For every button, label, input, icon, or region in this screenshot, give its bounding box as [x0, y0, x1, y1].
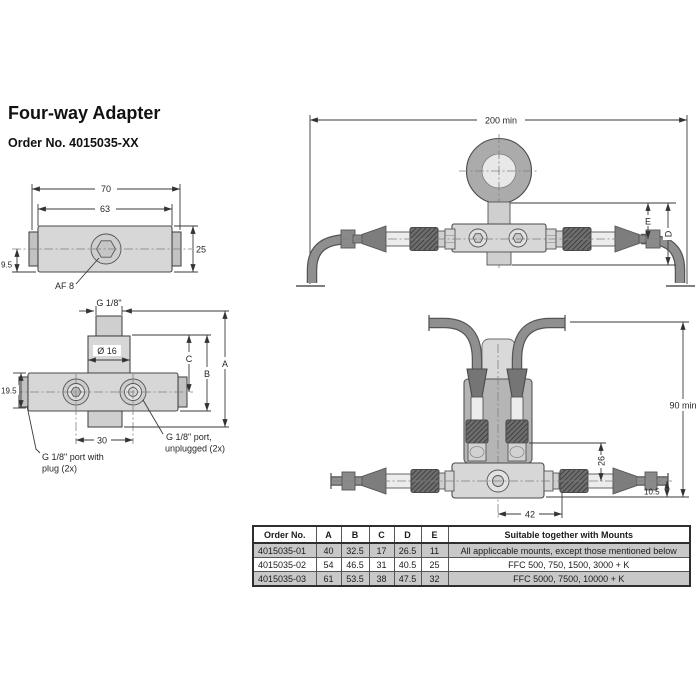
- adapter-block: [451, 223, 547, 253]
- port-with-plug: [62, 378, 90, 406]
- table-cell-order: 4015035-01: [252, 542, 317, 558]
- dim-e-label: E: [645, 217, 651, 227]
- assembly-horizontal-drawing: 200 min: [296, 114, 695, 287]
- table-cell: 47.5: [393, 571, 422, 587]
- col-header-b: B: [340, 525, 370, 544]
- table-cell: 61: [315, 571, 342, 587]
- table-cell: 31: [368, 557, 395, 572]
- front-view-drawing: G 1/8": [0, 298, 231, 474]
- side-view-drawing: 70 63 25 9.5 AF 8: [1, 183, 206, 291]
- dim-a-label: A: [222, 359, 228, 369]
- col-header-c: C: [368, 525, 395, 544]
- port-plug-label-1: G 1/8" port with: [42, 452, 104, 462]
- table-cell: 53.5: [340, 571, 370, 587]
- table-cell: 17: [368, 542, 395, 558]
- dim-70-label: 70: [101, 184, 111, 194]
- af8-label: AF 8: [55, 281, 74, 291]
- dim-25-label: 25: [196, 245, 206, 255]
- dim-c-label: C: [186, 354, 193, 364]
- port-unplugged-label-2: unplugged (2x): [165, 444, 225, 454]
- dim-200min-label: 200 min: [485, 116, 517, 126]
- col-header-order: Order No.: [252, 525, 317, 544]
- table-cell: 40.5: [393, 557, 422, 572]
- table-cell: 11: [420, 542, 449, 558]
- table-cell: 54: [315, 557, 342, 572]
- port-unplugged-label-1: G 1/8" port,: [166, 432, 212, 442]
- dim-63-label: 63: [100, 204, 110, 214]
- dim-19-5-label: 19.5: [1, 387, 17, 396]
- table-cell: 40: [315, 542, 342, 558]
- dim-30-label: 30: [97, 436, 107, 446]
- col-header-mounts: Suitable together with Mounts: [447, 525, 691, 544]
- table-cell: 25: [420, 557, 449, 572]
- order-number: Order No. 4015035-XX: [8, 136, 139, 150]
- dim-90min-label: 90 min: [669, 401, 696, 411]
- table-cell-order: 4015035-03: [252, 571, 317, 587]
- table-cell: 46.5: [340, 557, 370, 572]
- gauge-stem: [487, 201, 511, 225]
- table-cell: 38: [368, 571, 395, 587]
- table-cell: 32: [420, 571, 449, 587]
- adapter-body-front: [18, 315, 188, 428]
- dim-9-5-label: 9.5: [1, 261, 13, 270]
- table-header-row: Order No. A B C D E Suitable together wi…: [252, 525, 691, 544]
- dim-b-label: B: [204, 369, 210, 379]
- table-row: 4015035-01 40 32.5 17 26.5 11 All applic…: [252, 542, 691, 558]
- dim-42-label: 42: [525, 510, 535, 520]
- thread-label: G 1/8": [96, 298, 121, 308]
- vertical-coupling-right: [505, 368, 529, 462]
- col-header-a: A: [315, 525, 342, 544]
- table-cell: 26.5: [393, 542, 422, 558]
- vertical-coupling-left: [465, 368, 489, 462]
- dim-10-5-label: 10.5: [644, 488, 660, 497]
- port-plug-label-2: plug (2x): [42, 464, 77, 474]
- cable-up-left: [428, 315, 483, 374]
- table-cell-mounts: All appliccable mounts, except those men…: [447, 542, 691, 558]
- assembly-vertical-drawing: 90 min 26 10.5 42: [330, 315, 700, 520]
- table-row: 4015035-02 54 46.5 31 40.5 25 FFC 500, 7…: [252, 557, 691, 572]
- table-cell-mounts: FFC 500, 750, 1500, 3000 + K: [447, 557, 691, 572]
- table-row: 4015035-03 61 53.5 38 47.5 32 FFC 5000, …: [252, 571, 691, 587]
- dim-26-label: 26: [597, 456, 607, 466]
- adapter-tab: [486, 251, 512, 266]
- table-cell-order: 4015035-02: [252, 557, 317, 572]
- page-title: Four-way Adapter: [8, 103, 161, 123]
- table-cell-mounts: FFC 5000, 7500, 10000 + K: [447, 571, 691, 587]
- col-header-e: E: [420, 525, 449, 544]
- dim-d-label: D: [664, 230, 674, 237]
- col-header-d: D: [393, 525, 422, 544]
- table-cell: 32.5: [340, 542, 370, 558]
- block-ports: [468, 228, 528, 248]
- dim-diameter-label: Ø 16: [97, 346, 117, 356]
- cable-up-right: [511, 315, 566, 374]
- dimensions-table: Order No. A B C D E Suitable together wi…: [252, 525, 691, 587]
